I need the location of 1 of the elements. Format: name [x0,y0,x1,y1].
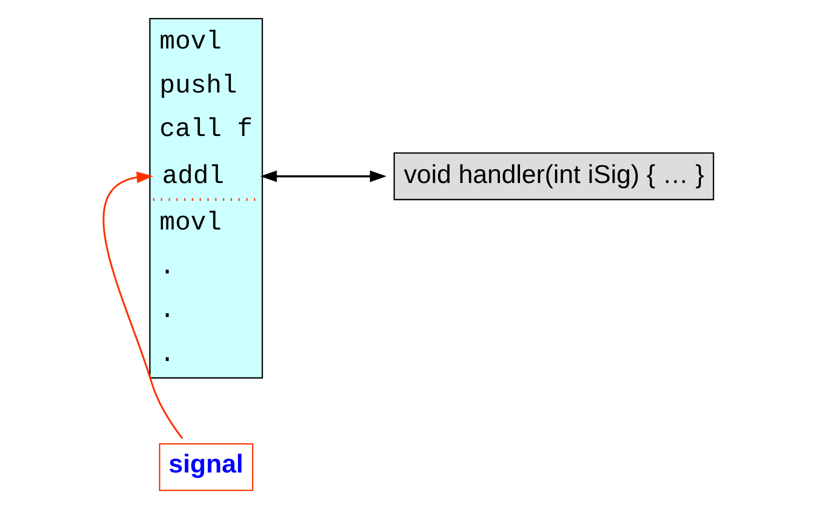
arrow [102,172,184,439]
